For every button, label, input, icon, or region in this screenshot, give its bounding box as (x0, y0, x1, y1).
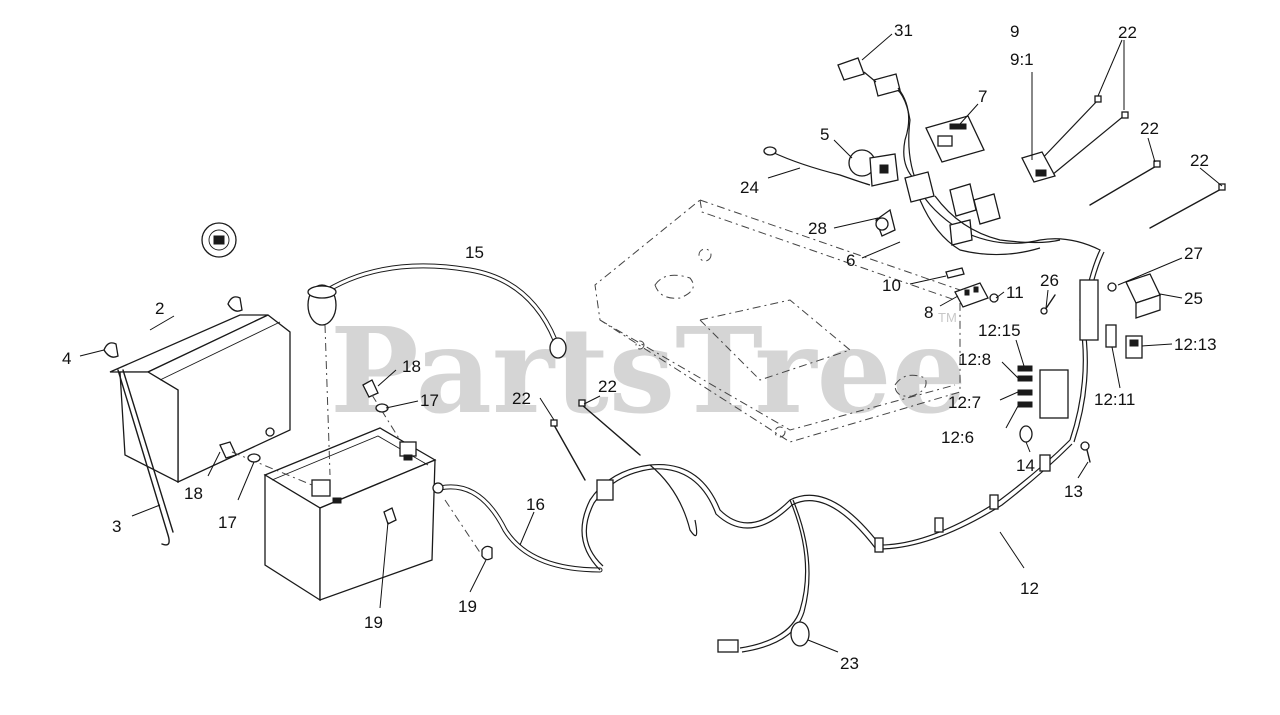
callout-9-1: 9:1 (1010, 50, 1034, 69)
key-switch-part-6 (201, 222, 237, 258)
shim-part-10 (945, 267, 965, 279)
callout-2: 2 (155, 299, 164, 318)
callout-26: 26 (1040, 271, 1059, 290)
switch-part-8 (954, 282, 989, 308)
callout-5: 5 (820, 125, 829, 144)
callout-22-d: 22 (512, 389, 531, 408)
harness-connectors (904, 171, 1061, 256)
display-module-part-7 (925, 115, 985, 163)
callout-22-e: 22 (598, 377, 617, 396)
callout-28: 28 (808, 219, 827, 238)
callout-19-b: 19 (458, 597, 477, 616)
callout-6: 6 (846, 251, 855, 270)
cable-tie-part-22 (550, 95, 1226, 481)
callout-17-a: 17 (420, 391, 439, 410)
washer-part-14 (1019, 425, 1033, 443)
callout-labels: 31 9 9:1 22 7 22 5 22 24 28 27 15 6 26 2… (62, 21, 1217, 673)
callout-14: 14 (1016, 456, 1035, 475)
callout-15: 15 (465, 243, 484, 262)
callout-22-c: 22 (1190, 151, 1209, 170)
callout-3: 3 (112, 517, 121, 536)
callout-12-7: 12:7 (948, 393, 981, 412)
callout-25: 25 (1184, 289, 1203, 308)
callout-8: 8 (924, 303, 933, 322)
callout-9: 9 (1010, 22, 1019, 41)
callout-12-13: 12:13 (1174, 335, 1217, 354)
callout-19-a: 19 (364, 613, 383, 632)
relay-part-25 (1125, 273, 1161, 319)
callout-24: 24 (740, 178, 759, 197)
callout-27: 27 (1184, 244, 1203, 263)
watermark-text: PartsTree (330, 301, 967, 440)
hardware-bolts-nuts (219, 379, 493, 561)
leader-lines (79, 33, 1223, 653)
wing-nut-part-4 (103, 296, 243, 358)
washer-part-27 (1107, 282, 1117, 292)
callout-16: 16 (526, 495, 545, 514)
callout-31: 31 (894, 21, 913, 40)
callout-17-b: 17 (218, 513, 237, 532)
relay-part-12-11 (1105, 324, 1117, 348)
switch-part-5 (848, 149, 899, 187)
screw-part-26 (1040, 294, 1056, 315)
key-part-28 (875, 208, 896, 237)
relay-part-12-13 (1125, 335, 1143, 359)
screw-part-13 (1080, 441, 1091, 463)
callout-12-11: 12:11 (1094, 390, 1135, 409)
callout-13: 13 (1064, 482, 1083, 501)
battery-cable-part-15 (307, 263, 567, 476)
callout-7: 7 (978, 87, 987, 106)
grommet-part-23 (717, 621, 810, 653)
callout-18-b: 18 (184, 484, 203, 503)
relay-terminals (1017, 365, 1033, 408)
callout-11: 11 (1006, 283, 1024, 302)
seat-switch-part-9 (1021, 99, 1126, 183)
wire-harness-part-12 (581, 84, 1105, 653)
nut-part-11 (989, 293, 999, 303)
battery-bracket (109, 314, 291, 484)
callout-12-15: 12:15 (978, 321, 1021, 340)
watermark-trademark: TM (938, 310, 957, 325)
battery (263, 427, 437, 602)
sensor-lead-part-24 (763, 146, 871, 186)
callout-12-6: 12:6 (941, 428, 974, 447)
callout-22-b: 22 (1140, 119, 1159, 138)
connector-part-31 (837, 57, 916, 181)
j-bolt-part-3 (117, 369, 174, 546)
callout-12-8: 12:8 (958, 350, 991, 369)
callout-18-a: 18 (402, 357, 421, 376)
callout-22-a: 22 (1118, 23, 1137, 42)
callout-4: 4 (62, 349, 71, 368)
callout-23: 23 (840, 654, 859, 673)
callout-12: 12 (1020, 579, 1039, 598)
battery-cable-part-16 (432, 482, 603, 573)
callout-10: 10 (882, 276, 901, 295)
